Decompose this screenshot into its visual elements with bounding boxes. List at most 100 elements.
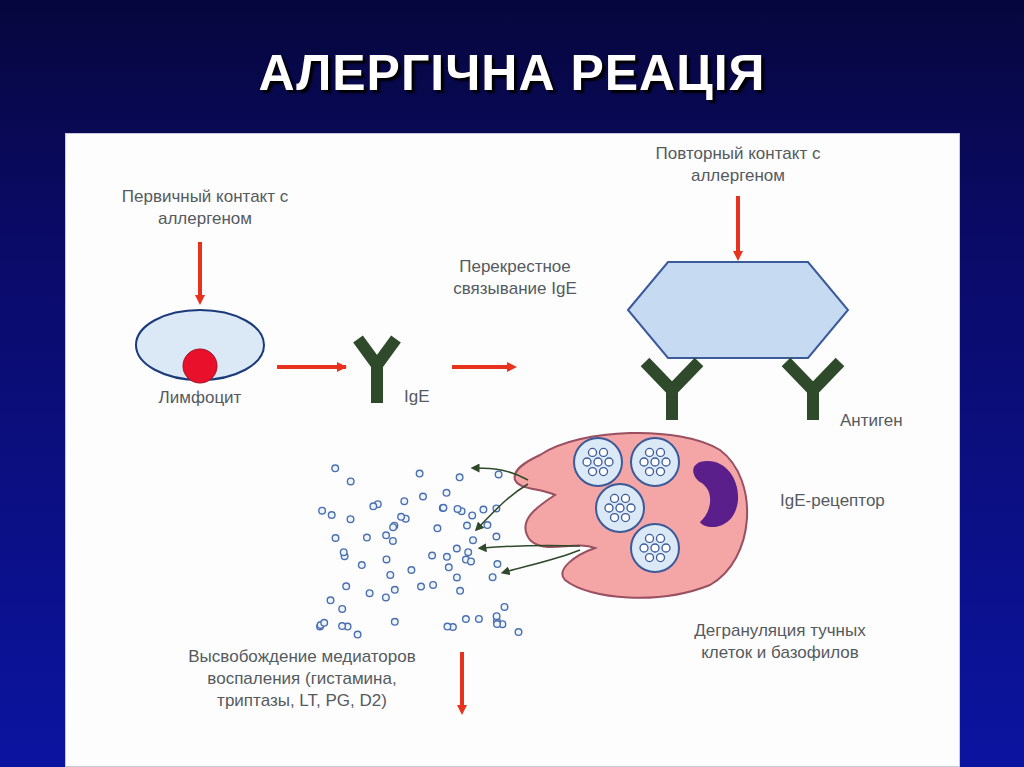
mediator-dot bbox=[366, 590, 373, 597]
mediator-dot bbox=[390, 524, 397, 531]
mediator-dot bbox=[465, 549, 472, 556]
node-shape bbox=[133, 308, 267, 384]
granule-dot bbox=[605, 458, 613, 466]
granule-dot bbox=[622, 494, 630, 502]
annotation-label: Первичный контакт с аллергеном bbox=[75, 186, 335, 230]
granule-dot bbox=[640, 458, 648, 466]
mediator-dot bbox=[364, 534, 371, 541]
mediator-dot bbox=[454, 506, 461, 513]
granule bbox=[631, 438, 679, 486]
granule-dot bbox=[651, 458, 659, 466]
mediator-dot bbox=[383, 594, 390, 601]
mediator-dot bbox=[340, 549, 347, 556]
granule-dot bbox=[657, 448, 665, 456]
arrow-right bbox=[452, 365, 512, 369]
mediator-dot bbox=[493, 613, 500, 620]
granule-dot bbox=[611, 514, 619, 522]
mediator-dot bbox=[383, 556, 390, 563]
arrow-down bbox=[198, 242, 202, 300]
mediator-dot bbox=[387, 572, 394, 579]
annotation-label: Высвобождение медиаторов воспаления (гис… bbox=[177, 646, 427, 712]
granule bbox=[574, 438, 622, 486]
mediator-dot bbox=[468, 558, 475, 565]
granule-dot bbox=[657, 534, 665, 542]
mediator-dot bbox=[476, 616, 483, 623]
granule-dot bbox=[611, 494, 619, 502]
granule-dot bbox=[589, 448, 597, 456]
mediator-dot bbox=[408, 567, 415, 574]
granule-dot bbox=[622, 514, 630, 522]
granule-dot bbox=[594, 458, 602, 466]
node-label: IgE bbox=[404, 387, 430, 407]
mediator-dot bbox=[470, 537, 477, 544]
mediator-dot bbox=[493, 533, 500, 540]
mediator-dot bbox=[392, 619, 399, 626]
antibody-y bbox=[358, 339, 396, 403]
granule-dot bbox=[600, 468, 608, 476]
mediator-dot bbox=[420, 493, 427, 500]
mediator-dot bbox=[339, 623, 346, 630]
mediator-dot bbox=[418, 583, 425, 590]
granule bbox=[596, 484, 644, 532]
mediator-dot bbox=[328, 512, 335, 519]
mediator-dot bbox=[416, 470, 423, 477]
white-panel bbox=[65, 133, 960, 767]
granule-dot bbox=[662, 458, 670, 466]
mediator-dot bbox=[454, 545, 461, 552]
mediator-dot bbox=[430, 582, 437, 589]
mediator-dot bbox=[494, 621, 501, 628]
mediator-dot bbox=[444, 623, 451, 630]
mediator-dot bbox=[464, 522, 471, 529]
mediator-dot bbox=[332, 465, 339, 472]
connector-arrow bbox=[277, 365, 346, 369]
mediator-dot bbox=[359, 562, 366, 569]
mediator-dot bbox=[370, 503, 377, 510]
mediator-dot bbox=[339, 606, 346, 613]
node-label: Лимфоцит bbox=[159, 388, 242, 408]
mediator-dot bbox=[463, 616, 470, 623]
granule-dot bbox=[627, 504, 635, 512]
annotation-label: Перекрестное связывание IgE bbox=[415, 256, 615, 300]
mediator-dot bbox=[440, 505, 447, 512]
granule-dot bbox=[657, 554, 665, 562]
granule-dot bbox=[640, 544, 648, 552]
granule-dot bbox=[600, 448, 608, 456]
mediator-dot bbox=[434, 525, 441, 532]
granule-dot bbox=[646, 468, 654, 476]
mediator-dot bbox=[332, 535, 339, 542]
mediator-dot bbox=[446, 564, 453, 571]
mediator-dot bbox=[347, 478, 354, 485]
mediator-dot bbox=[494, 561, 501, 568]
mediator-dot bbox=[456, 474, 463, 481]
granule-dot bbox=[657, 468, 665, 476]
mediator-dot bbox=[383, 532, 390, 539]
mediator-dots bbox=[317, 465, 522, 638]
mediator-dot bbox=[454, 574, 461, 581]
annotation-label: IgE-рецептор bbox=[780, 490, 950, 512]
annotation-label: Дегрануляция тучных клеток и базофилов bbox=[680, 620, 880, 664]
mediator-dot bbox=[489, 574, 496, 581]
mediator-dot bbox=[457, 588, 464, 595]
granule-dot bbox=[583, 458, 591, 466]
release-arrows bbox=[475, 468, 580, 572]
granule-dot bbox=[589, 468, 597, 476]
mediator-dot bbox=[319, 507, 326, 514]
mediator-dot bbox=[347, 516, 354, 523]
arrow-down bbox=[736, 196, 740, 256]
mediator-dot bbox=[327, 597, 334, 604]
mediator-dot bbox=[444, 554, 451, 561]
granule-dot bbox=[616, 504, 624, 512]
granules bbox=[574, 438, 679, 572]
mediator-dot bbox=[495, 471, 502, 478]
annotation-label: Повторный контакт с аллергеном bbox=[613, 143, 863, 187]
mediator-dot bbox=[392, 587, 399, 594]
granule bbox=[631, 524, 679, 572]
mediator-dot bbox=[469, 512, 476, 519]
mediator-dot bbox=[480, 506, 487, 513]
granule-dot bbox=[646, 554, 654, 562]
cell-nucleus bbox=[183, 349, 217, 383]
granule-dot bbox=[662, 544, 670, 552]
antigen-hexagon bbox=[628, 262, 848, 358]
